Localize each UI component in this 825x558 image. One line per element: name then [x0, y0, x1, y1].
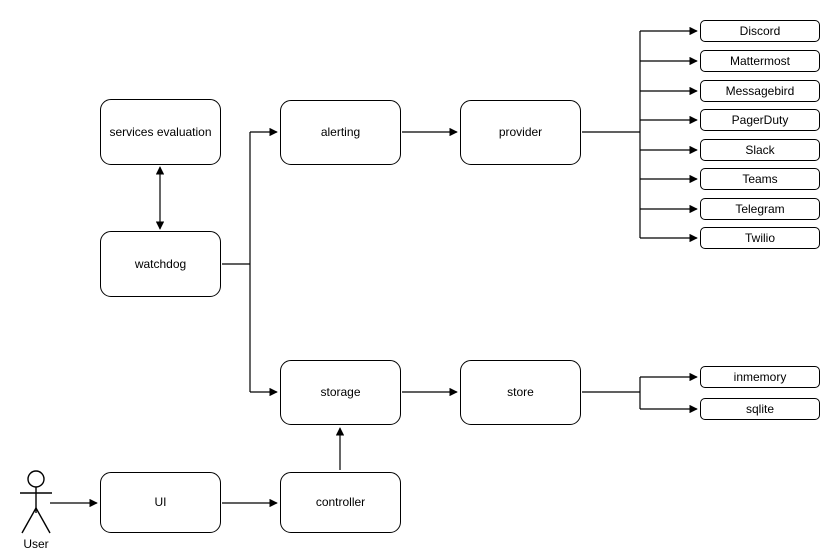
node-label: watchdog — [134, 256, 187, 271]
node-label: controller — [315, 495, 366, 510]
node-slack[interactable]: Slack — [700, 139, 820, 161]
node-label: PagerDuty — [731, 112, 789, 127]
node-label: alerting — [320, 125, 361, 140]
node-label: Twilio — [744, 230, 775, 245]
node-label: Mattermost — [729, 53, 790, 68]
node-sqlite[interactable]: sqlite — [700, 398, 820, 420]
node-discord[interactable]: Discord — [700, 20, 820, 42]
node-watchdog[interactable]: watchdog — [100, 231, 221, 297]
actor-label-user: User — [23, 537, 49, 551]
node-label: Teams — [742, 171, 778, 186]
node-label: inmemory — [733, 369, 787, 384]
node-storage[interactable]: storage — [280, 360, 401, 425]
node-controller[interactable]: controller — [280, 472, 401, 533]
node-store[interactable]: store — [460, 360, 581, 425]
node-twilio[interactable]: Twilio — [700, 227, 820, 249]
node-alerting[interactable]: alerting — [280, 100, 401, 165]
node-pagerduty[interactable]: PagerDuty — [700, 109, 820, 131]
node-inmemory[interactable]: inmemory — [700, 366, 820, 388]
node-label: Slack — [745, 142, 775, 157]
node-mattermost[interactable]: Mattermost — [700, 50, 820, 72]
node-telegram[interactable]: Telegram — [700, 198, 820, 220]
node-label: sqlite — [745, 401, 774, 416]
node-messagebird[interactable]: Messagebird — [700, 80, 820, 102]
node-ui[interactable]: UI — [100, 472, 221, 533]
node-services-evaluation[interactable]: services evaluation — [100, 99, 221, 165]
node-label: storage — [320, 385, 361, 400]
stick-figure-icon — [20, 470, 52, 534]
node-label: Telegram — [735, 201, 785, 216]
node-label: Discord — [739, 23, 781, 38]
node-label: store — [507, 385, 534, 400]
node-label: provider — [498, 125, 543, 140]
node-teams[interactable]: Teams — [700, 168, 820, 190]
node-label: services evaluation — [109, 124, 212, 139]
node-label: UI — [154, 495, 167, 510]
node-provider[interactable]: provider — [460, 100, 581, 165]
node-label: Messagebird — [725, 83, 795, 98]
